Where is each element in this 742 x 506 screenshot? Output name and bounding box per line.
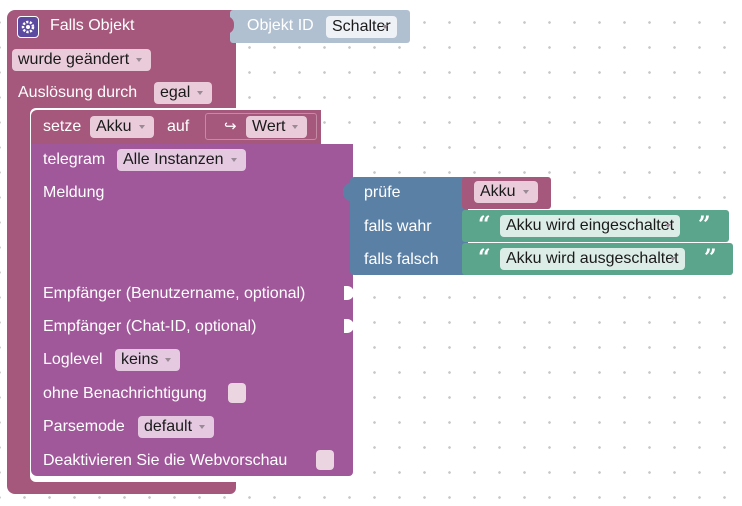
loglevel-label: Loglevel xyxy=(43,351,103,368)
username-label: Empfänger (Benutzername, optional) xyxy=(43,285,306,302)
if-true-label: falls wahr xyxy=(364,218,432,235)
return-arrow-icon: ↪ xyxy=(224,118,237,135)
true-text-field[interactable]: Akku wird eingeschaltet xyxy=(500,215,681,237)
message-label: Meldung xyxy=(43,184,105,201)
silent-label: ohne Benachrichtigung xyxy=(43,385,207,402)
disable-preview-label: Deaktivieren Sie die Webvorschau xyxy=(43,452,288,469)
trigger-select[interactable]: egal xyxy=(154,82,213,104)
object-id-label: Objekt ID xyxy=(247,17,314,34)
object-id-value[interactable]: Schalter xyxy=(326,16,397,38)
set-variable-select[interactable]: Akku xyxy=(90,116,154,138)
open-quote-icon: “ xyxy=(478,212,491,238)
chat-id-label: Empfänger (Chat-ID, optional) xyxy=(43,318,257,335)
loglevel-select[interactable]: keins xyxy=(115,349,181,371)
gear-icon[interactable] xyxy=(17,16,39,38)
value-select[interactable]: Wert xyxy=(246,116,308,138)
username-input-socket[interactable] xyxy=(344,286,354,300)
if-false-label: falls falsch xyxy=(364,251,439,268)
chat-id-input-socket[interactable] xyxy=(344,319,354,333)
test-variable-select[interactable]: Akku xyxy=(474,181,538,203)
to-label: auf xyxy=(167,118,190,135)
ternary-block[interactable] xyxy=(350,177,468,275)
disable-preview-checkbox[interactable] xyxy=(316,450,334,470)
parsemode-label: Parsemode xyxy=(43,418,125,435)
telegram-instance-select[interactable]: Alle Instanzen xyxy=(117,149,246,171)
trigger-title: Falls Objekt xyxy=(50,17,135,34)
ternary-connector xyxy=(343,183,352,201)
telegram-label: telegram xyxy=(43,151,106,168)
object-id-connector xyxy=(225,16,234,34)
close-quote-icon: ” xyxy=(698,212,711,238)
set-label: setze xyxy=(43,118,82,135)
trigger-label: Auslösung durch xyxy=(18,84,138,101)
parsemode-select[interactable]: default xyxy=(138,416,215,438)
trigger-changed-select[interactable]: wurde geändert xyxy=(12,49,152,71)
close-quote-icon: ” xyxy=(704,245,717,271)
false-text-field[interactable]: Akku wird ausgeschaltet xyxy=(500,248,685,270)
silent-checkbox[interactable] xyxy=(228,383,246,403)
test-label: prüfe xyxy=(364,184,401,201)
open-quote-icon: “ xyxy=(478,245,491,271)
